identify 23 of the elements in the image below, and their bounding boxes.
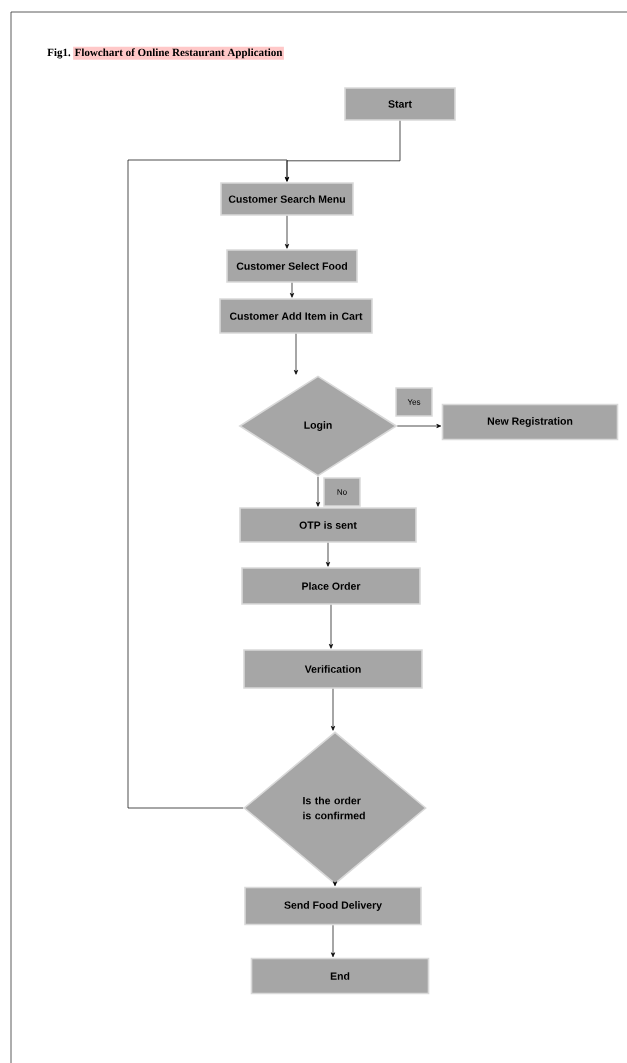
process-box: End xyxy=(250,957,430,995)
arrow xyxy=(330,688,336,731)
process-box: Customer Search Menu xyxy=(220,182,354,216)
arrow xyxy=(284,215,290,249)
process-box: Customer Add Item in Cart xyxy=(219,298,373,334)
edge-label: Yes xyxy=(395,387,433,417)
arrow xyxy=(332,881,338,887)
edge-label: No xyxy=(323,477,361,507)
arrow xyxy=(325,542,331,567)
arrow xyxy=(315,476,321,507)
arrow xyxy=(127,159,290,809)
arrow xyxy=(396,423,442,429)
process-box: New Registration xyxy=(441,403,619,441)
process-box: Send Food Delivery xyxy=(244,886,422,926)
process-box: Place Order xyxy=(241,567,421,605)
process-box: Start xyxy=(344,87,456,121)
arrow xyxy=(293,333,299,375)
process-box: Verification xyxy=(243,649,423,689)
arrow xyxy=(328,604,334,649)
figure-number: Fig1. xyxy=(47,48,71,59)
arrow xyxy=(330,924,336,958)
arrow xyxy=(289,282,295,298)
process-box: Customer Select Food xyxy=(226,249,358,283)
